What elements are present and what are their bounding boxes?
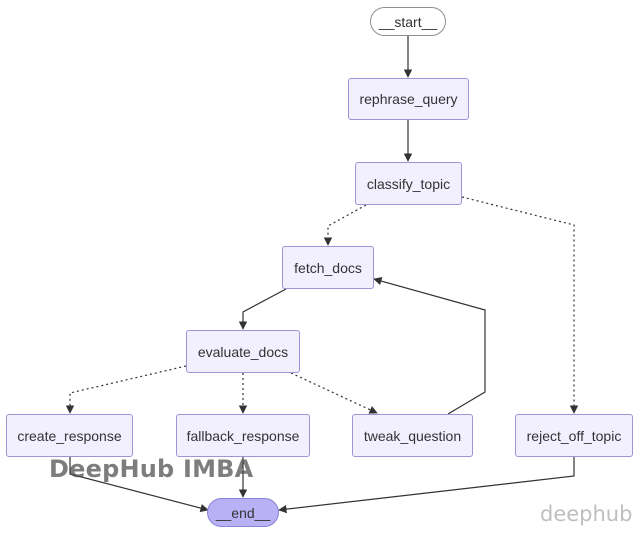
edge-evaluate-to-create [65,365,187,414]
node-fetch-docs[interactable]: fetch_docs [282,246,374,289]
edge-tweak-to-fetch [373,276,486,415]
watermark-corner: deephub [540,502,633,526]
node-tweak-question[interactable]: tweak_question [352,414,473,457]
node-rephrase-query[interactable]: rephrase_query [348,78,469,120]
edge-reject-to-end [278,457,575,514]
edge-classify-to-reject [461,196,579,414]
node-evaluate-docs[interactable]: evaluate_docs [186,330,300,373]
node-create-response[interactable]: create_response [6,414,133,457]
node-reject-off-topic[interactable]: reject_off_topic [515,414,633,457]
watermark-center: DeepHub IMBA [49,455,254,483]
node-classify-topic[interactable]: classify_topic [355,162,462,205]
edge-fetch-to-evaluate [238,288,287,330]
node-fallback-response[interactable]: fallback_response [176,414,310,457]
node-start[interactable]: __start__ [370,7,446,36]
node-end[interactable]: __end__ [207,498,279,527]
edge-evaluate-to-tweak [290,372,378,414]
edge-create-to-end [69,457,209,513]
edge-classify-to-fetch [323,204,367,246]
